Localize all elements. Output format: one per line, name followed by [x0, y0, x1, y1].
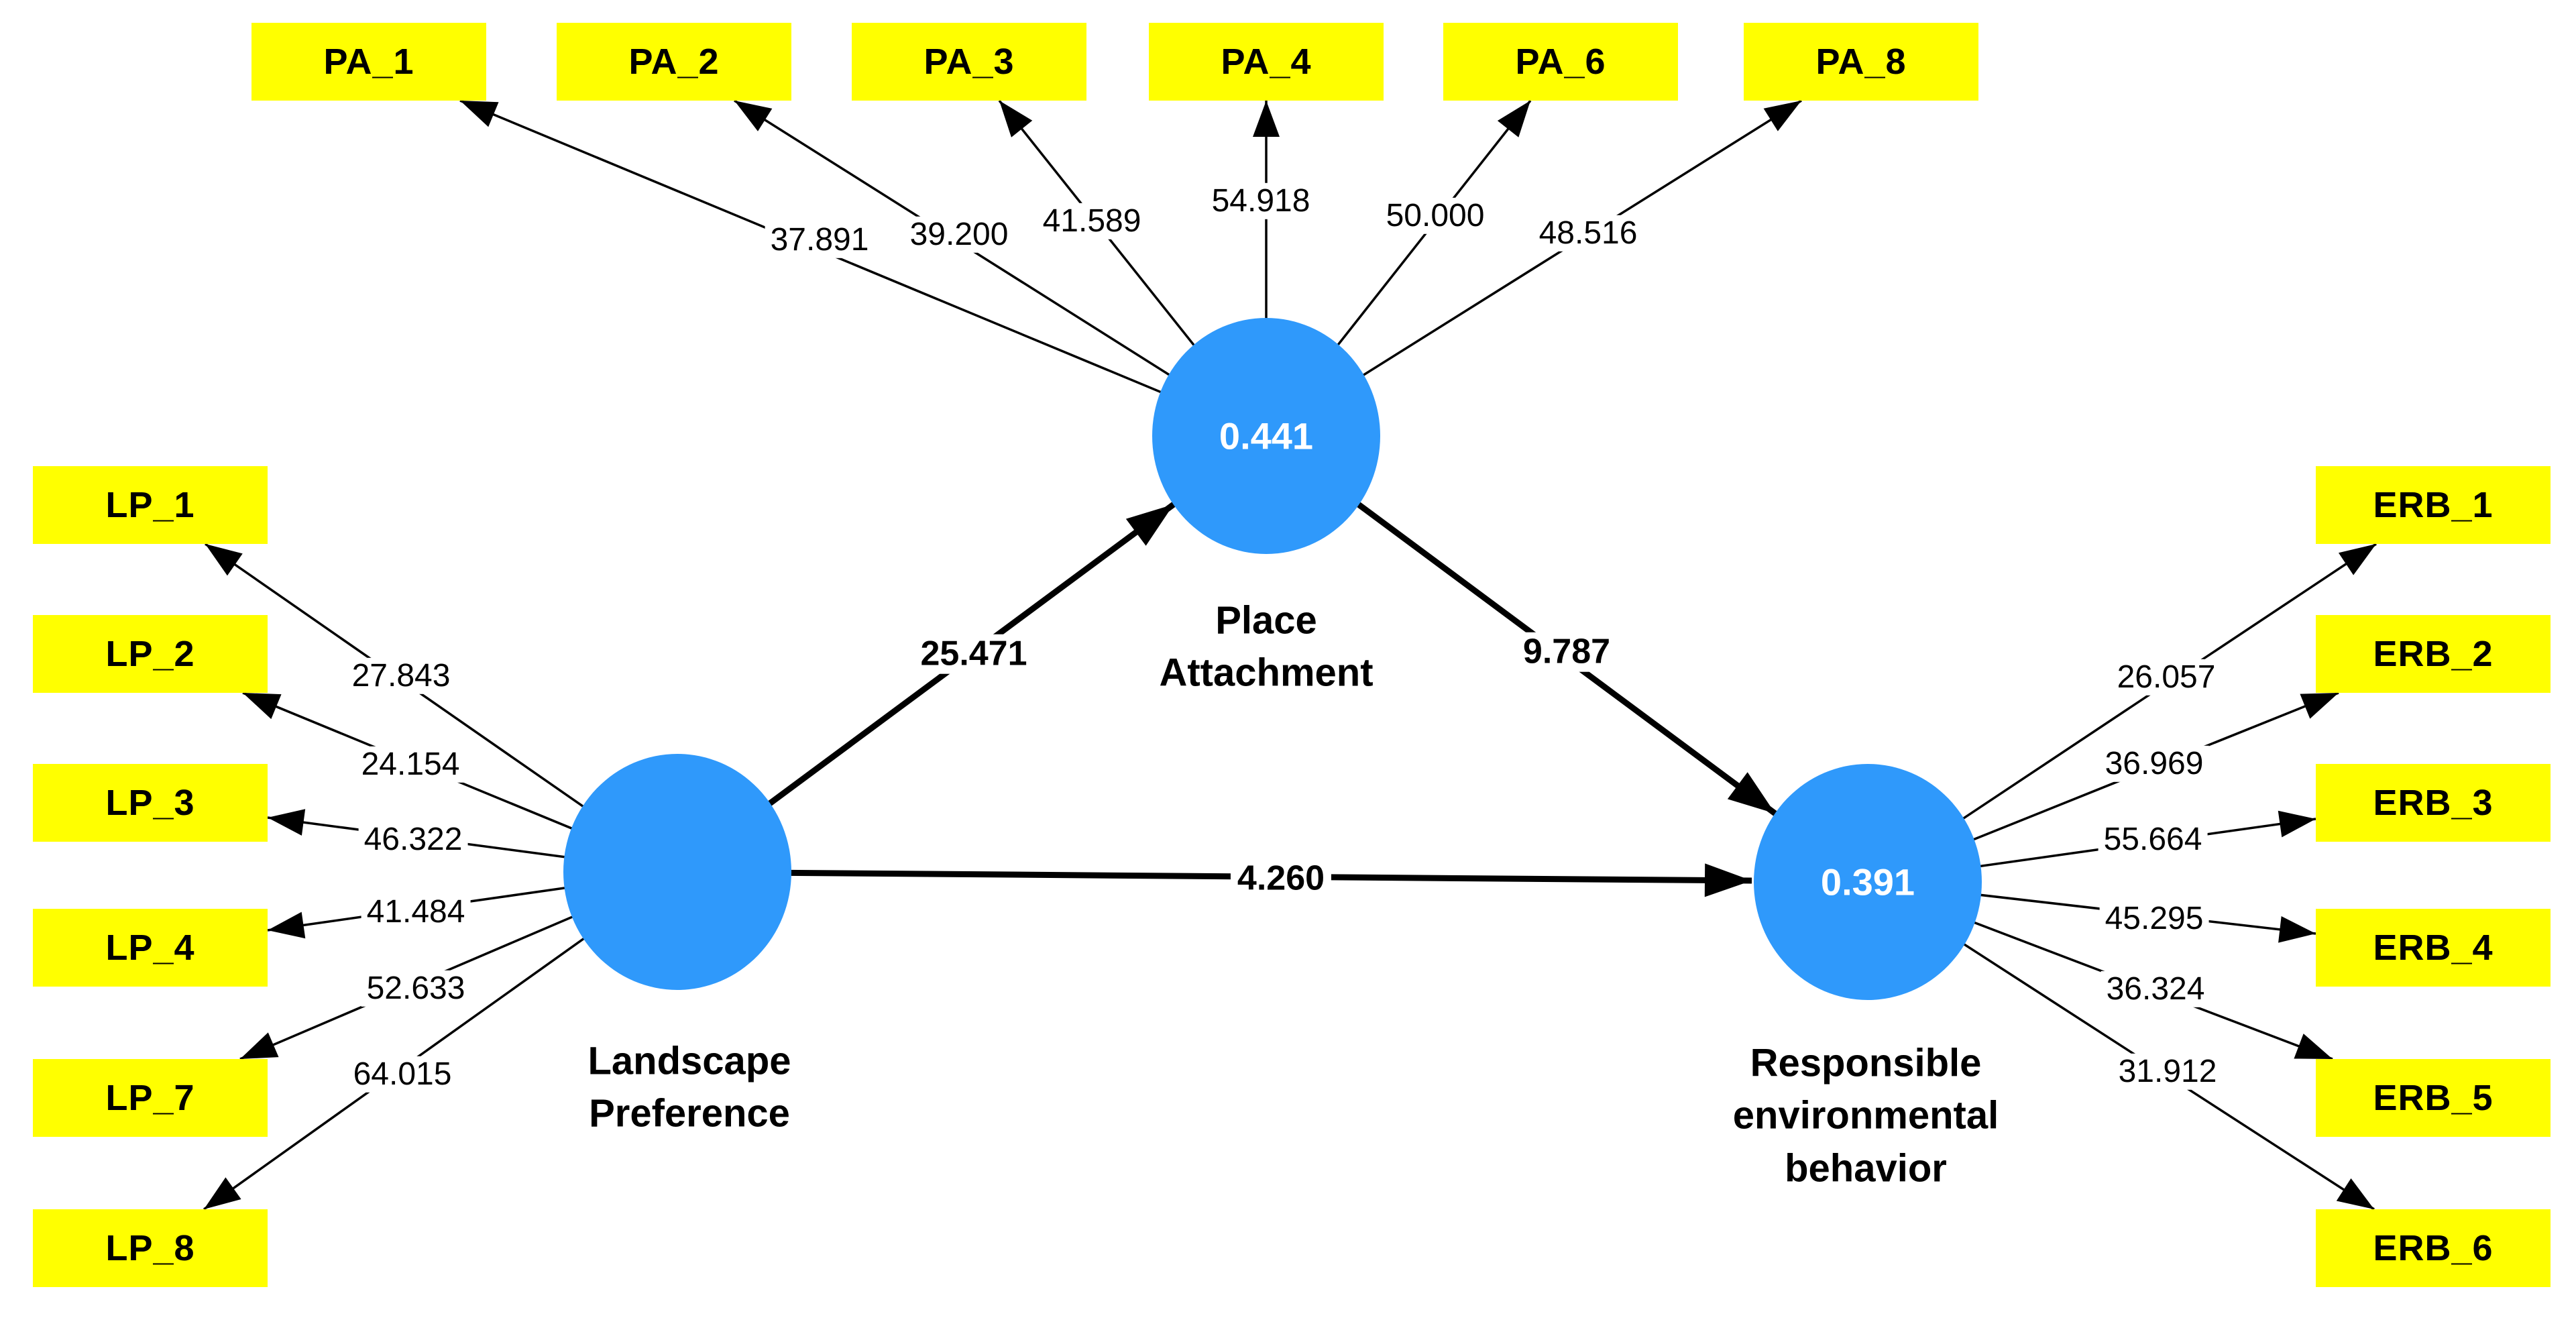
r-squared-place-attachment: 0.441	[1219, 414, 1314, 457]
loading-value-lp-7: 52.633	[361, 970, 471, 1007]
construct-name-landscape-preference: Landscape Preference	[587, 1039, 791, 1135]
indicator-label: ERB_2	[2373, 634, 2494, 674]
indicator-box-erb-3: ERB_3	[2316, 764, 2551, 842]
indicator-label: LP_3	[105, 783, 195, 823]
loading-value-lp-3: 46.322	[358, 821, 468, 858]
construct-ellipse-responsible-environmental-behavior	[1754, 764, 1982, 1000]
indicator-box-pa-4: PA_4	[1149, 23, 1384, 101]
loading-value-erb-3: 55.664	[2098, 821, 2208, 858]
indicator-box-lp-7: LP_7	[33, 1059, 268, 1137]
indicator-arrows-pa	[459, 99, 1802, 437]
indicator-label: LP_2	[105, 634, 195, 674]
indicator-box-lp-1: LP_1	[33, 466, 268, 544]
indicator-label: PA_1	[323, 42, 414, 82]
construct-name-place-attachment: Place Attachment	[1159, 598, 1374, 695]
loading-value-pa-6: 50.000	[1380, 197, 1490, 235]
loading-value-erb-4: 45.295	[2099, 900, 2209, 938]
path-value-lp-to-erb: 4.260	[1230, 858, 1332, 899]
indicator-box-erb-1: ERB_1	[2316, 466, 2551, 544]
loading-value-erb-2: 36.969	[2099, 745, 2209, 783]
indicator-label: LP_4	[105, 928, 195, 968]
indicator-box-lp-4: LP_4	[33, 909, 268, 987]
indicator-box-erb-6: ERB_6	[2316, 1209, 2551, 1287]
arrow-pa-to-pa-1	[459, 99, 1267, 437]
indicator-label: PA_3	[923, 42, 1015, 82]
indicator-label: ERB_5	[2373, 1078, 2494, 1118]
loading-value-erb-5: 36.324	[2101, 971, 2210, 1008]
indicator-box-pa-3: PA_3	[852, 23, 1086, 101]
indicator-label: PA_6	[1515, 42, 1606, 82]
indicator-box-pa-6: PA_6	[1443, 23, 1678, 101]
loading-value-pa-1: 37.891	[765, 221, 875, 259]
loading-value-pa-8: 48.516	[1533, 215, 1643, 252]
indicator-label: PA_8	[1815, 42, 1907, 82]
indicator-box-lp-2: LP_2	[33, 615, 268, 693]
r-squared-responsible-environmental-behavior: 0.391	[1820, 861, 1915, 903]
path-value-pa-to-erb: 9.787	[1516, 632, 1618, 672]
indicator-label: ERB_1	[2373, 485, 2494, 525]
indicator-label: LP_7	[105, 1078, 195, 1118]
indicator-box-pa-1: PA_1	[251, 23, 486, 101]
loading-value-erb-1: 26.057	[2111, 659, 2221, 696]
loading-value-lp-8: 64.015	[347, 1056, 457, 1093]
loading-value-lp-2: 24.154	[355, 746, 465, 783]
loading-value-lp-1: 27.843	[346, 657, 456, 695]
indicator-label: ERB_4	[2373, 928, 2494, 968]
indicator-label: LP_1	[105, 485, 195, 525]
loading-value-pa-3: 41.589	[1037, 203, 1147, 240]
indicator-label: PA_2	[628, 42, 720, 82]
indicator-label: LP_8	[105, 1228, 195, 1268]
loading-value-pa-4: 54.918	[1206, 182, 1316, 220]
indicator-box-lp-3: LP_3	[33, 764, 268, 842]
construct-name-responsible-environmental-behavior: Responsible environmental behavior	[1732, 1041, 1999, 1190]
arrow-path-lp-to-erb	[677, 863, 1752, 897]
loading-value-erb-6: 31.912	[2113, 1053, 2223, 1091]
indicator-label: ERB_3	[2373, 783, 2494, 823]
indicator-box-pa-8: PA_8	[1744, 23, 1978, 101]
indicator-label: ERB_6	[2373, 1228, 2494, 1268]
indicator-box-erb-4: ERB_4	[2316, 909, 2551, 987]
indicator-box-erb-5: ERB_5	[2316, 1059, 2551, 1137]
indicator-label: PA_4	[1221, 42, 1312, 82]
loading-value-pa-2: 39.200	[904, 216, 1014, 254]
indicator-box-lp-8: LP_8	[33, 1209, 268, 1287]
indicator-box-erb-2: ERB_2	[2316, 615, 2551, 693]
path-value-lp-to-pa: 25.471	[913, 634, 1034, 674]
indicator-box-pa-2: PA_2	[557, 23, 791, 101]
construct-ellipse-place-attachment	[1152, 318, 1380, 554]
loading-value-lp-4: 41.484	[361, 893, 471, 931]
construct-ellipse-landscape-preference	[563, 754, 791, 990]
